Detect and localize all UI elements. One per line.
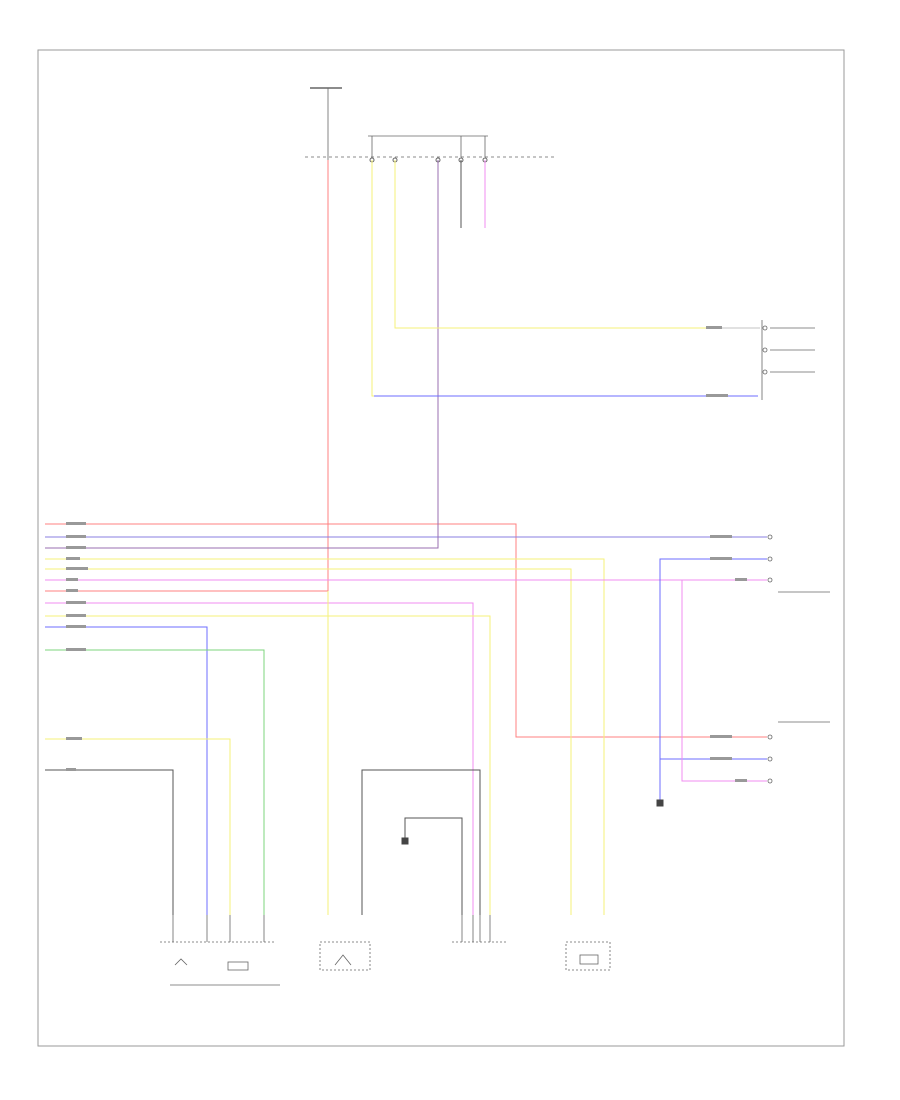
- wire-black-low: [45, 769, 174, 915]
- wire-black-mid: [361, 769, 481, 915]
- bottom-mid-component: [319, 941, 371, 971]
- wire-yellow-bus1: [45, 558, 605, 915]
- right-connector-top: [761, 320, 815, 400]
- wire-red-bus: [45, 523, 767, 738]
- wire-blue-right: [659, 558, 767, 800]
- wire-pink-right: [681, 580, 767, 782]
- bottom-left-component: [160, 915, 280, 986]
- bottom-center-component: [452, 915, 508, 943]
- wire-yellow-bus3: [45, 615, 491, 915]
- wire-purple-top: [45, 160, 439, 549]
- right-connector-mid: [767, 534, 830, 784]
- ground-symbol: [401, 799, 664, 845]
- top-connector: [305, 87, 555, 163]
- wire-label-ticks: [66, 326, 747, 782]
- wire-yellow-top1: [394, 160, 706, 329]
- wires: [45, 160, 767, 915]
- wire-yellow-top2: [371, 160, 758, 397]
- wire-green-bus: [45, 649, 265, 915]
- wire-black-ground: [404, 817, 463, 915]
- wire-pink-bus2: [45, 602, 474, 915]
- wire-yellow-bus2: [45, 568, 572, 915]
- diagram-border: [37, 49, 845, 1047]
- wire-red-main: [45, 160, 329, 592]
- bottom-right-component: [565, 941, 611, 971]
- wire-blue-bus: [45, 626, 208, 915]
- wire-yellow-low: [45, 738, 231, 915]
